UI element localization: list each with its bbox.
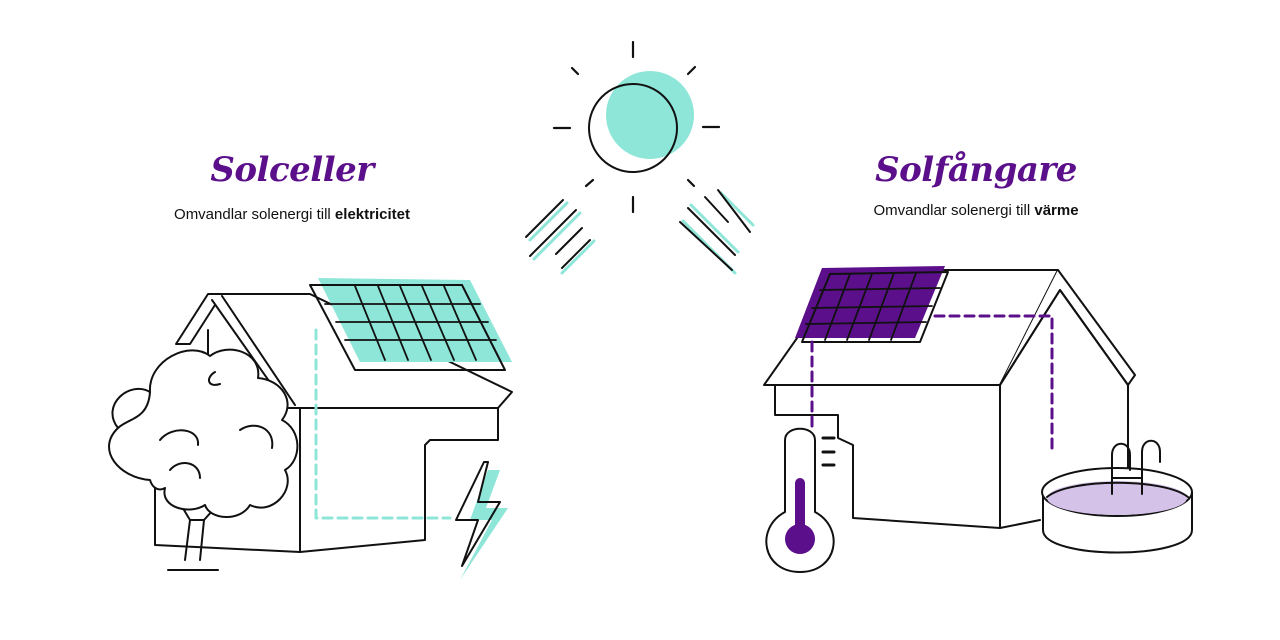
solfangare-caption-text: Omvandlar solenergi till [873,202,1031,219]
solceller-title: Solceller [210,150,374,190]
solceller-caption-text: Omvandlar solenergi till [174,206,331,223]
sun-rays-right [679,189,755,275]
solfangare-caption-emphasis: värme [1034,202,1079,219]
thermometer-icon [765,427,836,573]
sun-icon [525,40,755,275]
lightning-icon [455,461,508,580]
solar-panel-icon [309,278,512,371]
solfangare-title: Solfångare [875,150,1077,190]
solar-collector-icon [795,266,949,343]
sun-rays-left [525,199,596,275]
pool-icon [1041,439,1193,554]
solceller-caption-emphasis: elektricitet [334,206,410,223]
tree-icon [108,348,299,571]
solar-collector-house [763,266,1193,573]
solar-cell-house [108,278,513,580]
solfangare-caption: Omvandlar solenergi till värme [873,202,1078,219]
solceller-caption: Omvandlar solenergi till elektricitet [174,206,410,223]
